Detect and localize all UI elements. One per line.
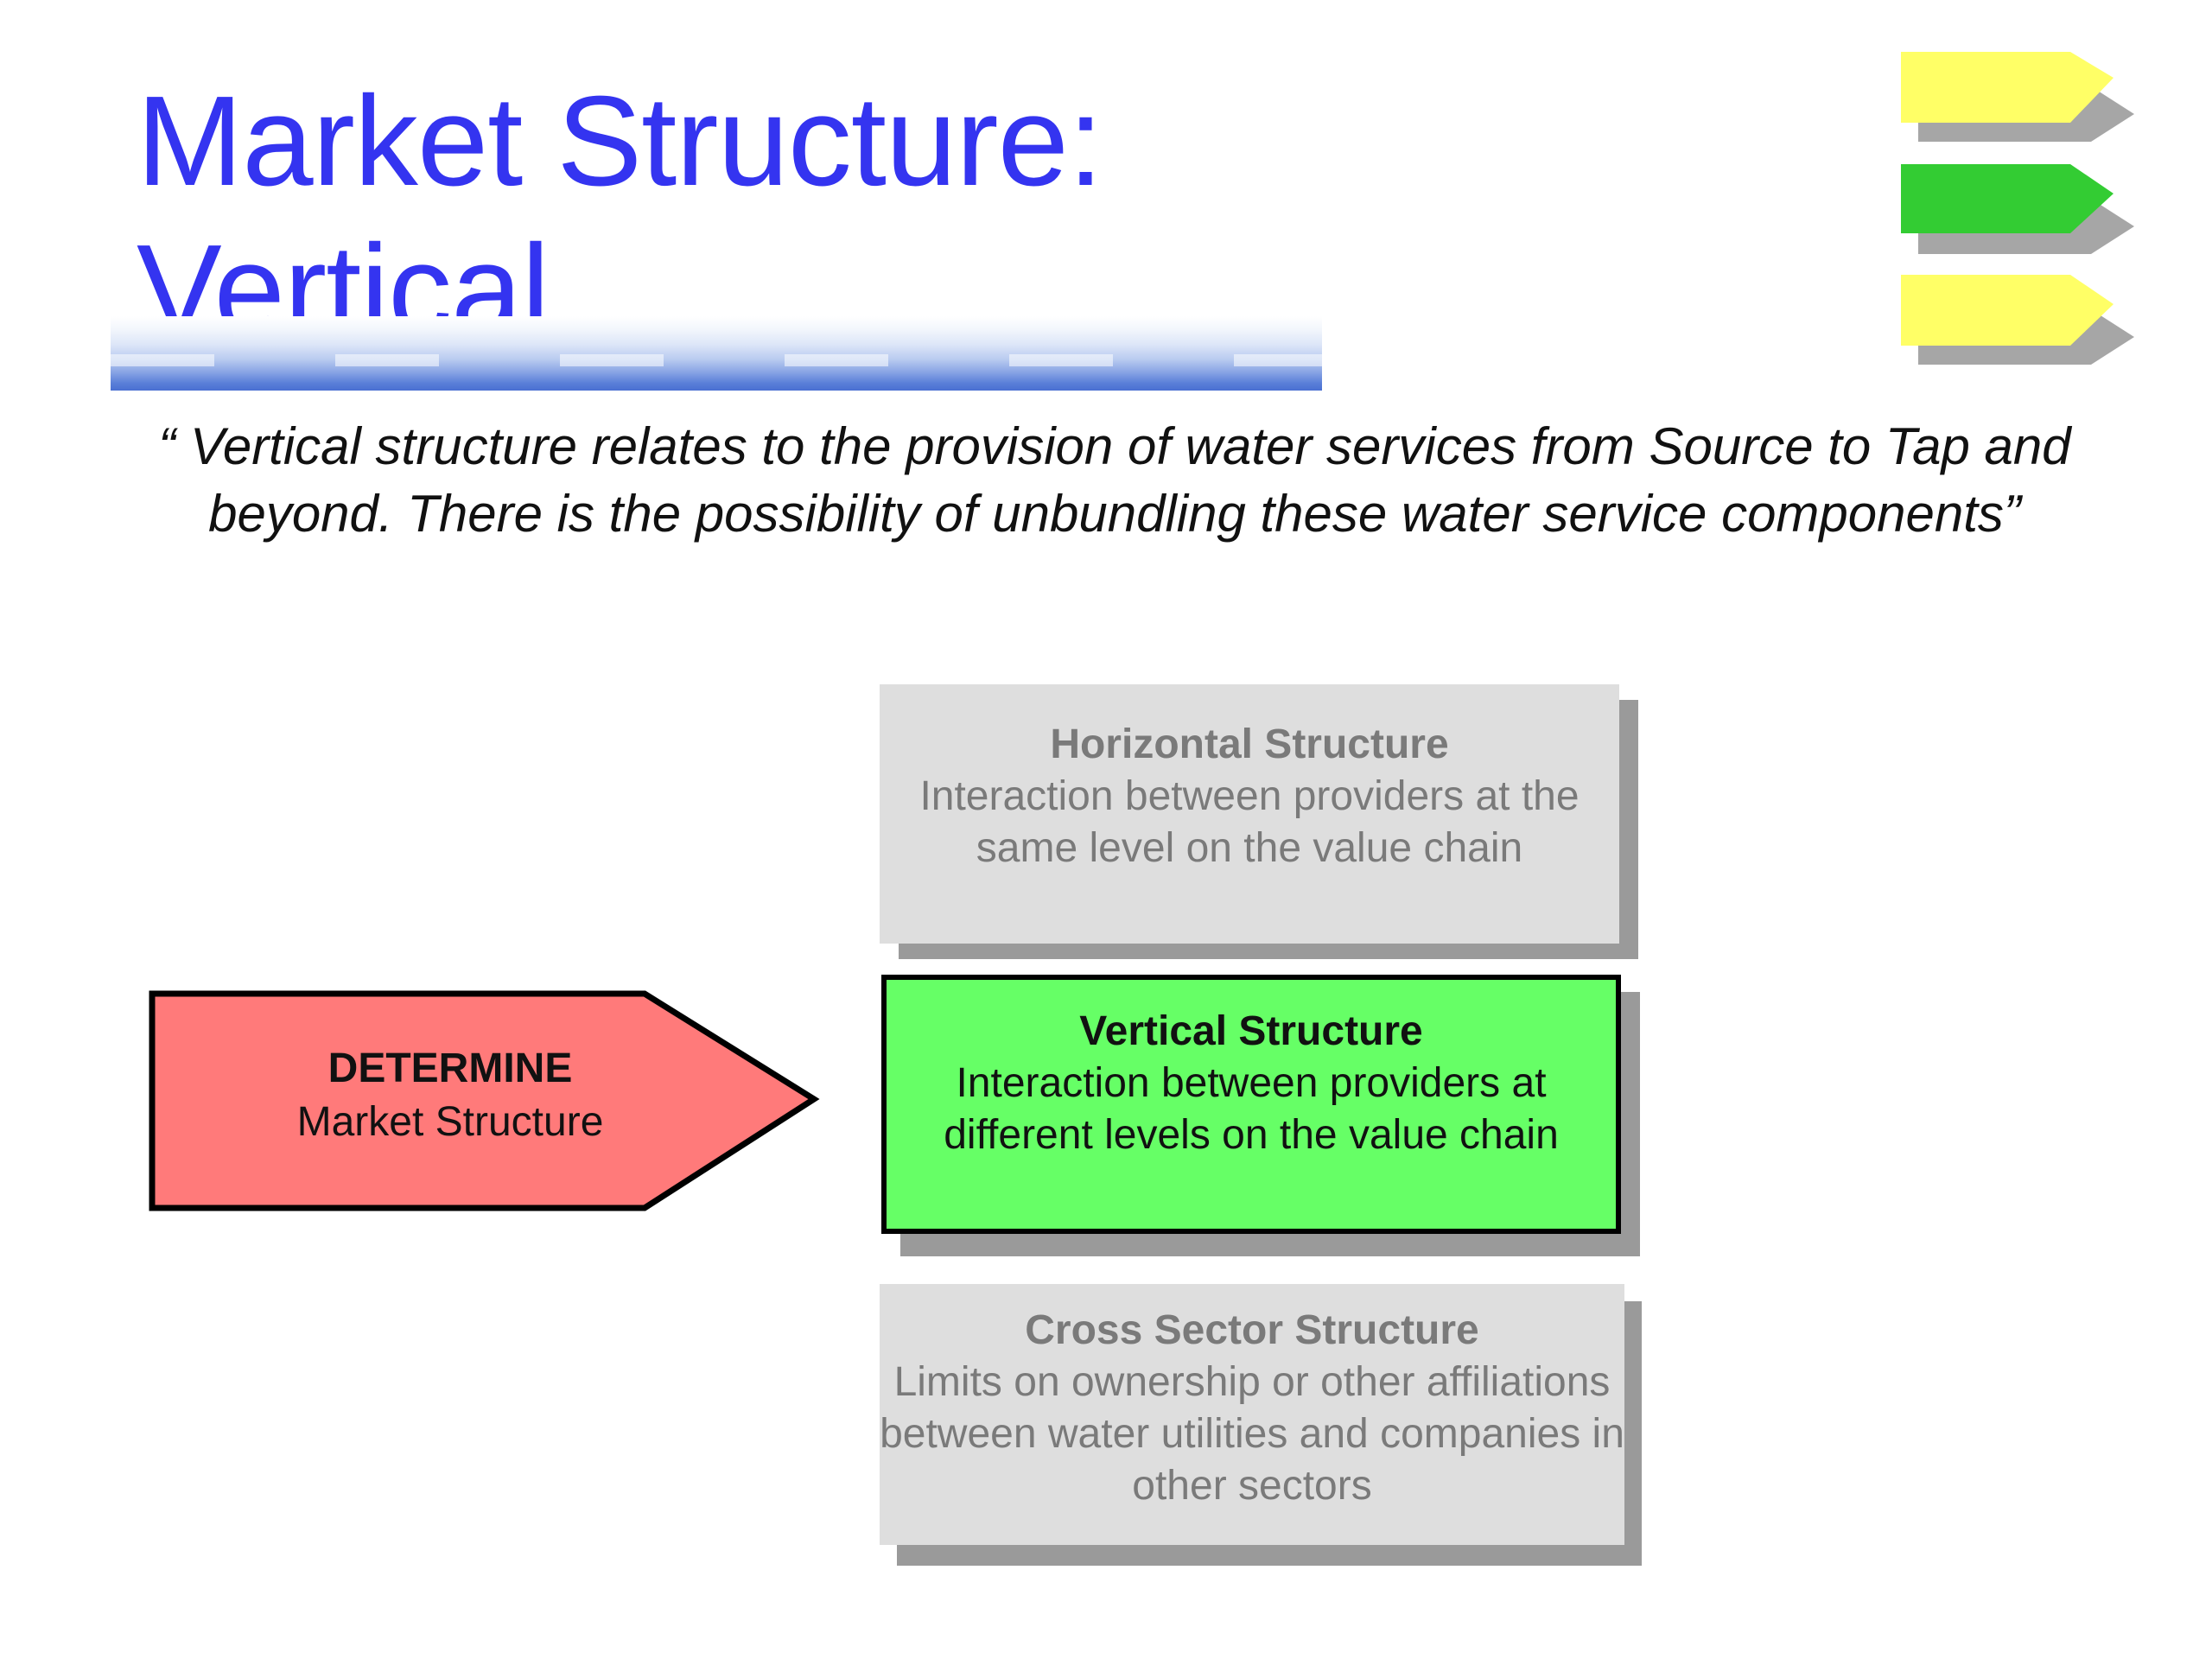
tab-yellow-bottom [1901, 275, 2113, 346]
tab-yellow-top [1901, 52, 2113, 123]
arrow-tabs-decoration [1901, 52, 2134, 365]
slide-title: Market Structure: Vertical [137, 67, 1103, 365]
cross-sector-structure-description: Limits on ownership or other affiliation… [880, 1359, 1624, 1509]
vertical-structure-title: Vertical Structure [1079, 1008, 1423, 1054]
horizontal-structure-box: Horizontal Structure Interaction between… [880, 684, 1619, 944]
cross-sector-structure-box: Cross Sector Structure Limits on ownersh… [880, 1284, 1624, 1545]
vertical-structure-description: Interaction between providers at differe… [944, 1060, 1559, 1158]
determine-subtext: Market Structure [296, 1099, 604, 1145]
determine-arrow-shape [149, 990, 820, 1211]
tab-green-middle [1901, 164, 2113, 233]
title-underline-band [111, 316, 1322, 391]
determine-arrow-label: DETERMINE Market Structure [152, 1042, 748, 1149]
horizontal-structure-title: Horizontal Structure [1050, 721, 1449, 767]
definition-quote: “ Vertical structure relates to the prov… [158, 417, 2071, 543]
horizontal-structure-description: Interaction between providers at the sam… [919, 773, 1580, 871]
slide-title-line1: Market Structure: [137, 70, 1103, 213]
cross-sector-structure-title: Cross Sector Structure [1025, 1307, 1479, 1353]
determine-heading: DETERMINE [327, 1046, 573, 1091]
vertical-structure-box: Vertical Structure Interaction between p… [881, 975, 1621, 1234]
